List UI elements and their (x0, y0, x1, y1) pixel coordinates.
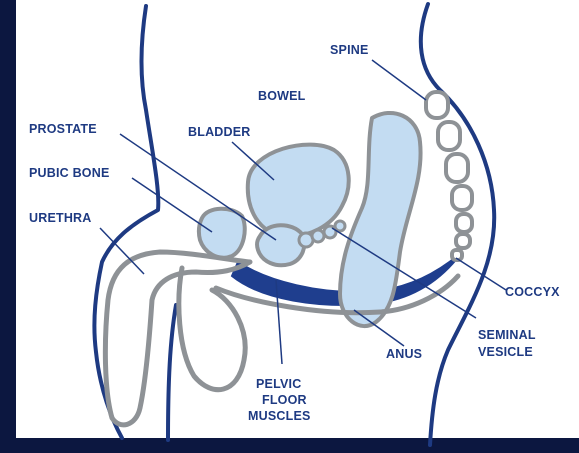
bladder-organ (248, 145, 349, 237)
vertebra (446, 154, 468, 182)
scrotum-outline (179, 268, 245, 390)
label-pelvic-floor-line-1: PELVIC (256, 377, 301, 391)
label-prostate: PROSTATE (29, 122, 97, 136)
penis-outline (105, 252, 250, 425)
label-urethra: URETHRA (29, 211, 92, 225)
spine-leader (372, 60, 426, 100)
vertebra (456, 234, 470, 248)
vertebra (452, 186, 472, 210)
label-spine: SPINE (330, 43, 369, 57)
pubic-bone (199, 209, 245, 258)
vertebra (456, 214, 472, 232)
label-anus: ANUS (386, 347, 422, 361)
label-coccyx: COCCYX (505, 285, 560, 299)
seminal-vesicle-bead (335, 221, 345, 231)
seminal-vesicle-bead (312, 230, 324, 242)
label-bowel: BOWEL (258, 89, 306, 103)
label-seminal-vesicle-line-2: VESICLE (478, 345, 533, 359)
vertebra (426, 92, 448, 118)
leg-outline (168, 305, 176, 440)
label-pelvic-floor-line-2: FLOOR (262, 393, 307, 407)
label-pelvic-floor-line-3: MUSCLES (248, 409, 311, 423)
label-pubic-bone: PUBIC BONE (29, 166, 109, 180)
pubic-bone-leader (132, 178, 212, 232)
vertebra (438, 122, 460, 150)
label-bladder: BLADDER (188, 125, 251, 139)
label-seminal-vesicle-line-1: SEMINAL (478, 328, 536, 342)
